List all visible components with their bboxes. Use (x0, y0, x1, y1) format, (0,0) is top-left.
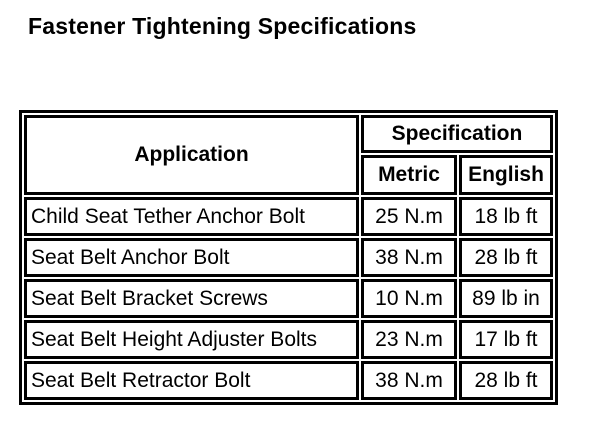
english-value-cell: 28 lb ft (459, 238, 553, 277)
english-value-cell: 28 lb ft (459, 361, 553, 400)
application-cell: Seat Belt Anchor Bolt (24, 238, 359, 277)
column-header-application: Application (24, 115, 359, 195)
metric-value-cell: 38 N.m (361, 238, 457, 277)
page-title: Fastener Tightening Specifications (28, 13, 417, 39)
spec-table-body: Child Seat Tether Anchor Bolt 25 N.m 18 … (24, 197, 553, 400)
header-row-specification: Application Specification (24, 115, 553, 195)
metric-value-cell: 23 N.m (361, 320, 457, 359)
table-row: Seat Belt Bracket Screws 10 N.m 89 lb in (24, 279, 553, 318)
fastener-spec-table: Application Specification Metric English… (19, 110, 558, 405)
application-cell: Seat Belt Bracket Screws (24, 279, 359, 318)
english-value-cell: 89 lb in (459, 279, 553, 318)
application-cell: Seat Belt Height Adjuster Bolts (24, 320, 359, 359)
table-row: Seat Belt Retractor Bolt 38 N.m 28 lb ft (24, 361, 553, 400)
column-header-english: English (459, 155, 553, 195)
header-row-units: Metric English (24, 155, 553, 195)
table-row: Child Seat Tether Anchor Bolt 25 N.m 18 … (24, 197, 553, 236)
column-header-specification: Specification (361, 115, 553, 153)
table-row: Seat Belt Height Adjuster Bolts 23 N.m 1… (24, 320, 553, 359)
spec-table-header: Application Specification Metric English (24, 115, 553, 195)
english-value-cell: 18 lb ft (459, 197, 553, 236)
application-cell: Seat Belt Retractor Bolt (24, 361, 359, 400)
table-row: Seat Belt Anchor Bolt 38 N.m 28 lb ft (24, 238, 553, 277)
application-cell: Child Seat Tether Anchor Bolt (24, 197, 359, 236)
column-header-metric: Metric (361, 155, 457, 195)
metric-value-cell: 25 N.m (361, 197, 457, 236)
metric-value-cell: 10 N.m (361, 279, 457, 318)
metric-value-cell: 38 N.m (361, 361, 457, 400)
english-value-cell: 17 lb ft (459, 320, 553, 359)
